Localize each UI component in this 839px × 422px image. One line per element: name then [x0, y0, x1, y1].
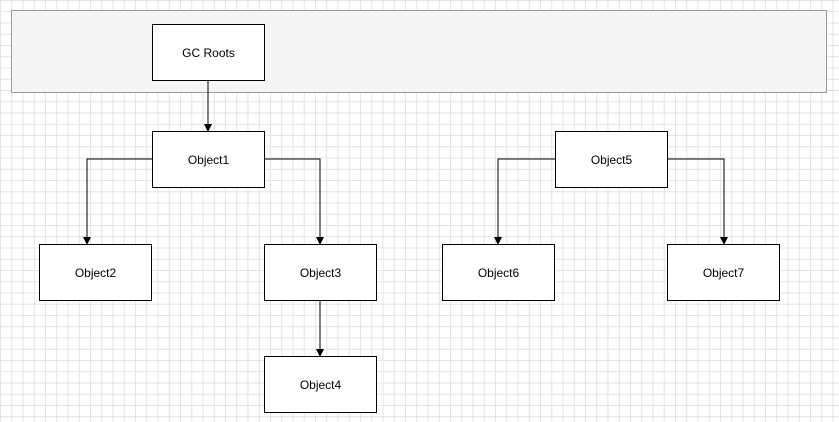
node-object7-label: Object7 — [702, 265, 745, 280]
gc-roots-container[interactable] — [11, 10, 827, 93]
node-object3[interactable]: Object3 — [264, 244, 377, 301]
node-object5-label: Object5 — [590, 152, 633, 167]
edge-object5-object7[interactable] — [668, 158, 728, 245]
node-object6-label: Object6 — [477, 265, 520, 280]
node-object4[interactable]: Object4 — [264, 356, 377, 413]
node-object2[interactable]: Object2 — [39, 244, 152, 301]
node-object5[interactable]: Object5 — [555, 131, 668, 188]
node-object6[interactable]: Object6 — [442, 244, 555, 301]
node-object1[interactable]: Object1 — [152, 131, 265, 188]
edge-object1-object2[interactable] — [83, 158, 152, 245]
node-object3-label: Object3 — [299, 265, 342, 280]
edge-object5-object6[interactable] — [494, 158, 555, 245]
node-gc-roots-label: GC Roots — [182, 45, 235, 60]
edge-object1-object3[interactable] — [265, 158, 324, 245]
node-object4-label: Object4 — [299, 377, 342, 392]
node-object2-label: Object2 — [74, 265, 117, 280]
node-object7[interactable]: Object7 — [667, 244, 780, 301]
node-object1-label: Object1 — [187, 152, 230, 167]
node-gc-roots[interactable]: GC Roots — [152, 24, 265, 81]
